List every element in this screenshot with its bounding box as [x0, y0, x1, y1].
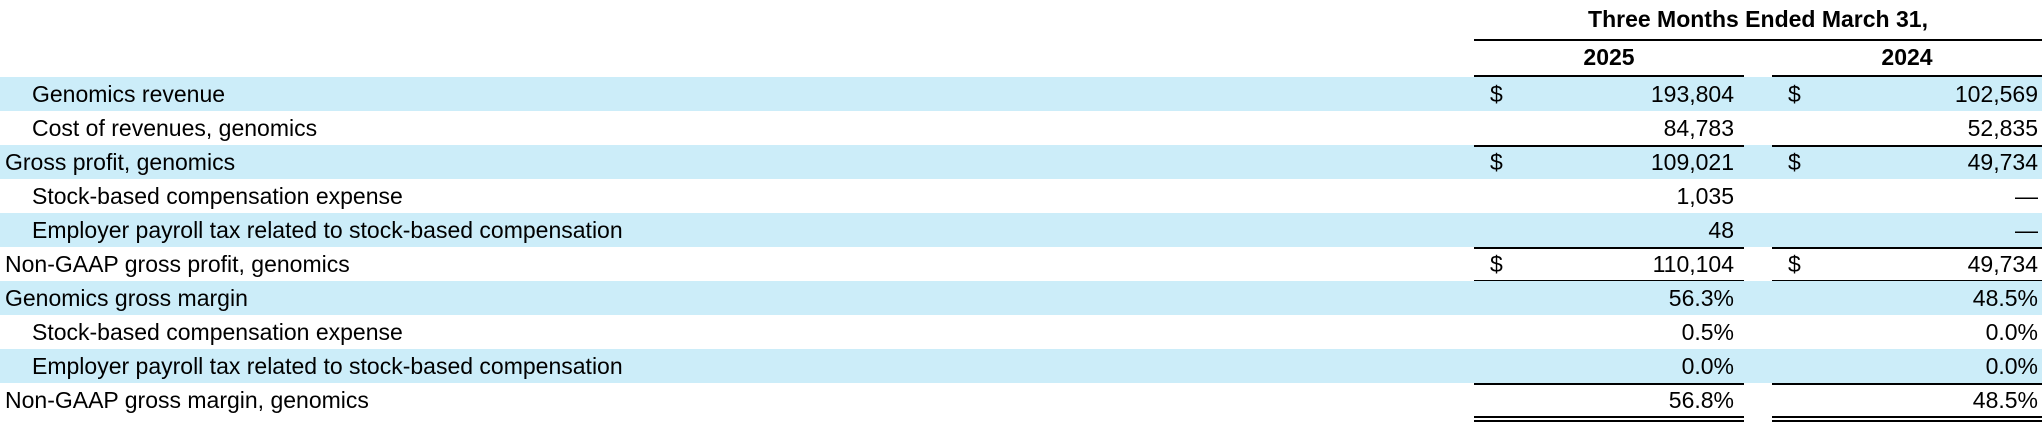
cell-value: 49,734: [1967, 251, 2038, 277]
cell-2025: 48: [1474, 213, 1744, 247]
cell-value: 193,804: [1650, 81, 1734, 107]
cell-2024: —: [1772, 179, 2042, 213]
currency-symbol: $: [1490, 81, 1503, 107]
table-row: Stock-based compensation expense 0.5% 0.…: [0, 315, 2042, 349]
cell-2025: $ 109,021: [1474, 145, 1744, 179]
cell-value: 48.5%: [1972, 285, 2038, 311]
cell-value: 0.0%: [1681, 353, 1734, 379]
cell-value: 48.5%: [1972, 387, 2038, 413]
cell-value: 52,835: [1967, 115, 2038, 141]
table-row: Non-GAAP gross margin, genomics 56.8% 48…: [0, 383, 2042, 422]
cell-value: 0.5%: [1681, 319, 1734, 345]
year-header-current: 2025: [1583, 44, 1635, 70]
cell-2024: 48.5%: [1772, 281, 2042, 315]
cell-2024: $ 49,734: [1772, 145, 2042, 179]
cell-2024: —: [1772, 213, 2042, 247]
cell-value: 0.0%: [1985, 319, 2038, 345]
financial-table: Genomics revenue $ 193,804 $ 102,569 Cos…: [0, 77, 2042, 422]
cell-2025: 0.0%: [1474, 349, 1744, 383]
row-label: Employer payroll tax related to stock-ba…: [32, 217, 623, 243]
period-header-rule: [1474, 39, 2042, 41]
cell-value: 84,783: [1663, 115, 1734, 141]
row-label: Stock-based compensation expense: [32, 183, 403, 209]
cell-value: 49,734: [1967, 149, 2038, 175]
row-label: Stock-based compensation expense: [32, 319, 403, 345]
cell-value: 109,021: [1650, 149, 1734, 175]
period-header: Three Months Ended March 31,: [1588, 6, 1928, 32]
year-header-rule-prior: [1772, 75, 2042, 77]
cell-value: 48: [1708, 217, 1734, 243]
row-label: Non-GAAP gross margin, genomics: [5, 387, 369, 413]
table-row: Cost of revenues, genomics 84,783 52,835: [0, 111, 2042, 145]
cell-2024: 0.0%: [1772, 315, 2042, 349]
year-header-prior: 2024: [1881, 44, 1933, 70]
cell-2024: 0.0%: [1772, 349, 2042, 383]
cell-2024: $ 102,569: [1772, 77, 2042, 111]
cell-2025: 1,035: [1474, 179, 1744, 213]
currency-symbol: $: [1788, 81, 1801, 107]
row-label: Non-GAAP gross profit, genomics: [5, 251, 350, 277]
table-row: Non-GAAP gross profit, genomics $ 110,10…: [0, 247, 2042, 286]
cell-value: 110,104: [1652, 251, 1734, 277]
cell-2024: $ 49,734: [1772, 247, 2042, 286]
currency-symbol: $: [1490, 149, 1503, 175]
cell-value: 56.3%: [1668, 285, 1734, 311]
currency-symbol: $: [1788, 251, 1801, 277]
currency-symbol: $: [1490, 251, 1503, 277]
cell-2024: 48.5%: [1772, 383, 2042, 422]
cell-2024: 52,835: [1772, 111, 2042, 145]
row-label: Employer payroll tax related to stock-ba…: [32, 353, 623, 379]
cell-value: —: [2015, 183, 2038, 209]
table-row: Employer payroll tax related to stock-ba…: [0, 213, 2042, 247]
cell-value: 102,569: [1954, 81, 2038, 107]
year-header-rule-current: [1474, 75, 1744, 77]
table-row: Stock-based compensation expense 1,035 —: [0, 179, 2042, 213]
row-label: Cost of revenues, genomics: [32, 115, 318, 141]
row-label: Genomics revenue: [32, 81, 226, 107]
table-row: Genomics revenue $ 193,804 $ 102,569: [0, 77, 2042, 111]
cell-value: 56.8%: [1668, 387, 1734, 413]
cell-2025: 56.3%: [1474, 281, 1744, 315]
cell-value: 0.0%: [1985, 353, 2038, 379]
cell-value: 1,035: [1676, 183, 1734, 209]
cell-value: —: [2015, 217, 2038, 243]
table-row: Genomics gross margin 56.3% 48.5%: [0, 281, 2042, 315]
cell-2025: $ 110,104: [1474, 247, 1744, 286]
cell-2025: $ 193,804: [1474, 77, 1744, 111]
cell-2025: 56.8%: [1474, 383, 1744, 422]
currency-symbol: $: [1788, 149, 1801, 175]
row-label: Genomics gross margin: [5, 285, 248, 311]
cell-2025: 84,783: [1474, 111, 1744, 145]
table-row: Gross profit, genomics $ 109,021 $ 49,73…: [0, 145, 2042, 179]
cell-2025: 0.5%: [1474, 315, 1744, 349]
table-row: Employer payroll tax related to stock-ba…: [0, 349, 2042, 383]
row-label: Gross profit, genomics: [5, 149, 236, 175]
